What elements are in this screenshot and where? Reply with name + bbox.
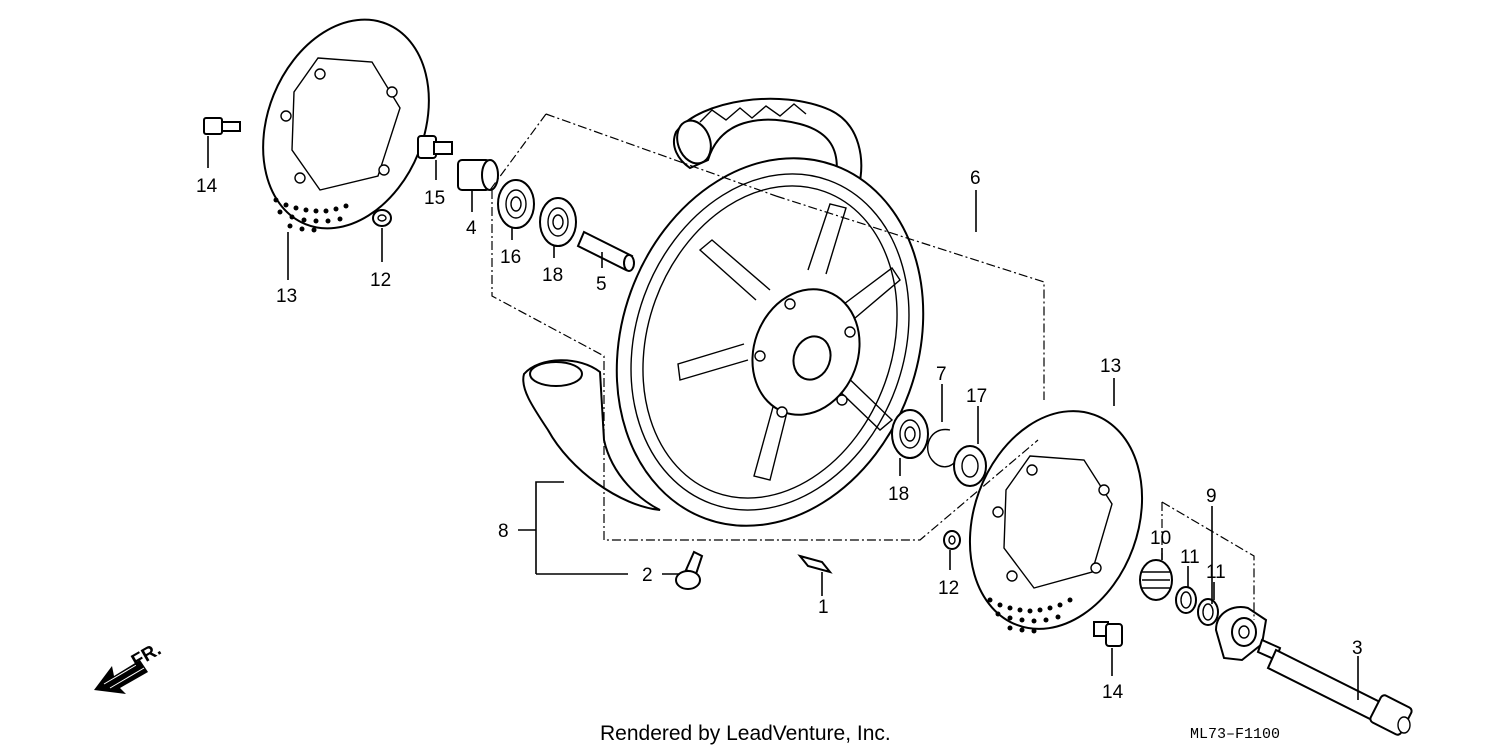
brake-disc-right[interactable]	[941, 387, 1172, 654]
tire-lower-section[interactable]	[522, 359, 661, 511]
callout-6: 6	[970, 168, 981, 189]
callout-13-a: 13	[276, 286, 297, 307]
callout-numbers: 1 2 3 4 5 6 7 8 9 10 11 11 12 12 13 13 1…	[196, 168, 1363, 703]
bearing-18-upper[interactable]	[539, 197, 577, 247]
brake-disc-left[interactable]	[233, 0, 459, 253]
front-axle-3[interactable]	[1266, 648, 1413, 736]
callout-15: 15	[424, 188, 445, 209]
callout-14-b: 14	[1102, 682, 1124, 703]
callout-18-a: 18	[542, 265, 563, 286]
disc-left-vent-holes	[273, 197, 349, 233]
washer-11-b[interactable]	[1197, 598, 1219, 626]
tire-valve-2[interactable]	[675, 550, 704, 590]
circlip-7[interactable]	[927, 428, 957, 468]
callout-12-b: 12	[938, 578, 959, 599]
balance-weight-1[interactable]	[797, 554, 833, 574]
front-direction-arrow-icon: FR.	[94, 639, 165, 694]
callout-1: 1	[818, 597, 829, 618]
callout-leader-lines	[207, 136, 1359, 700]
disc-bolt-14-lower[interactable]	[1093, 621, 1123, 647]
wheel-hub	[751, 288, 861, 418]
distance-collar-5[interactable]	[576, 230, 635, 272]
callout-9: 9	[1206, 486, 1217, 507]
speedometer-gear-10[interactable]	[1139, 559, 1173, 601]
callout-4: 4	[466, 218, 477, 239]
callout-11-b: 11	[1206, 562, 1226, 583]
washer-11-a[interactable]	[1175, 586, 1197, 614]
callout-14-a: 14	[196, 176, 218, 197]
callout-10: 10	[1150, 528, 1171, 549]
disc-right-vent-holes	[987, 597, 1073, 634]
callout-12-a: 12	[370, 270, 391, 291]
callout-11-a: 11	[1180, 547, 1200, 568]
assembly-leader-lines	[489, 113, 1255, 620]
bearing-18-lower[interactable]	[891, 409, 929, 459]
render-credit-caption: Rendered by LeadVenture, Inc.	[600, 722, 891, 745]
speedometer-gearbox-9[interactable]	[1214, 606, 1282, 662]
callout-16: 16	[500, 247, 521, 268]
callout-13-b: 13	[1100, 356, 1121, 377]
callout-7: 7	[936, 364, 947, 385]
callout-2: 2	[642, 565, 653, 586]
diagram-code: ML73–F1100	[1190, 726, 1280, 743]
tire-upper-section[interactable]	[671, 97, 863, 192]
washer-12-left[interactable]	[372, 209, 392, 227]
bearing-16[interactable]	[497, 179, 535, 229]
side-collar-4[interactable]	[457, 159, 499, 191]
callout-8: 8	[498, 521, 509, 542]
wheel-spokes	[677, 203, 901, 481]
callout-17: 17	[966, 386, 987, 407]
disc-bolt-14-upper[interactable]	[203, 117, 241, 135]
bolt-15[interactable]	[417, 135, 453, 159]
dust-seal-17[interactable]	[953, 445, 987, 487]
callout-5: 5	[596, 274, 607, 295]
callout-3: 3	[1352, 638, 1363, 659]
washer-12-right[interactable]	[943, 530, 961, 550]
cast-wheel[interactable]	[567, 115, 974, 570]
callout-18-b: 18	[888, 484, 909, 505]
